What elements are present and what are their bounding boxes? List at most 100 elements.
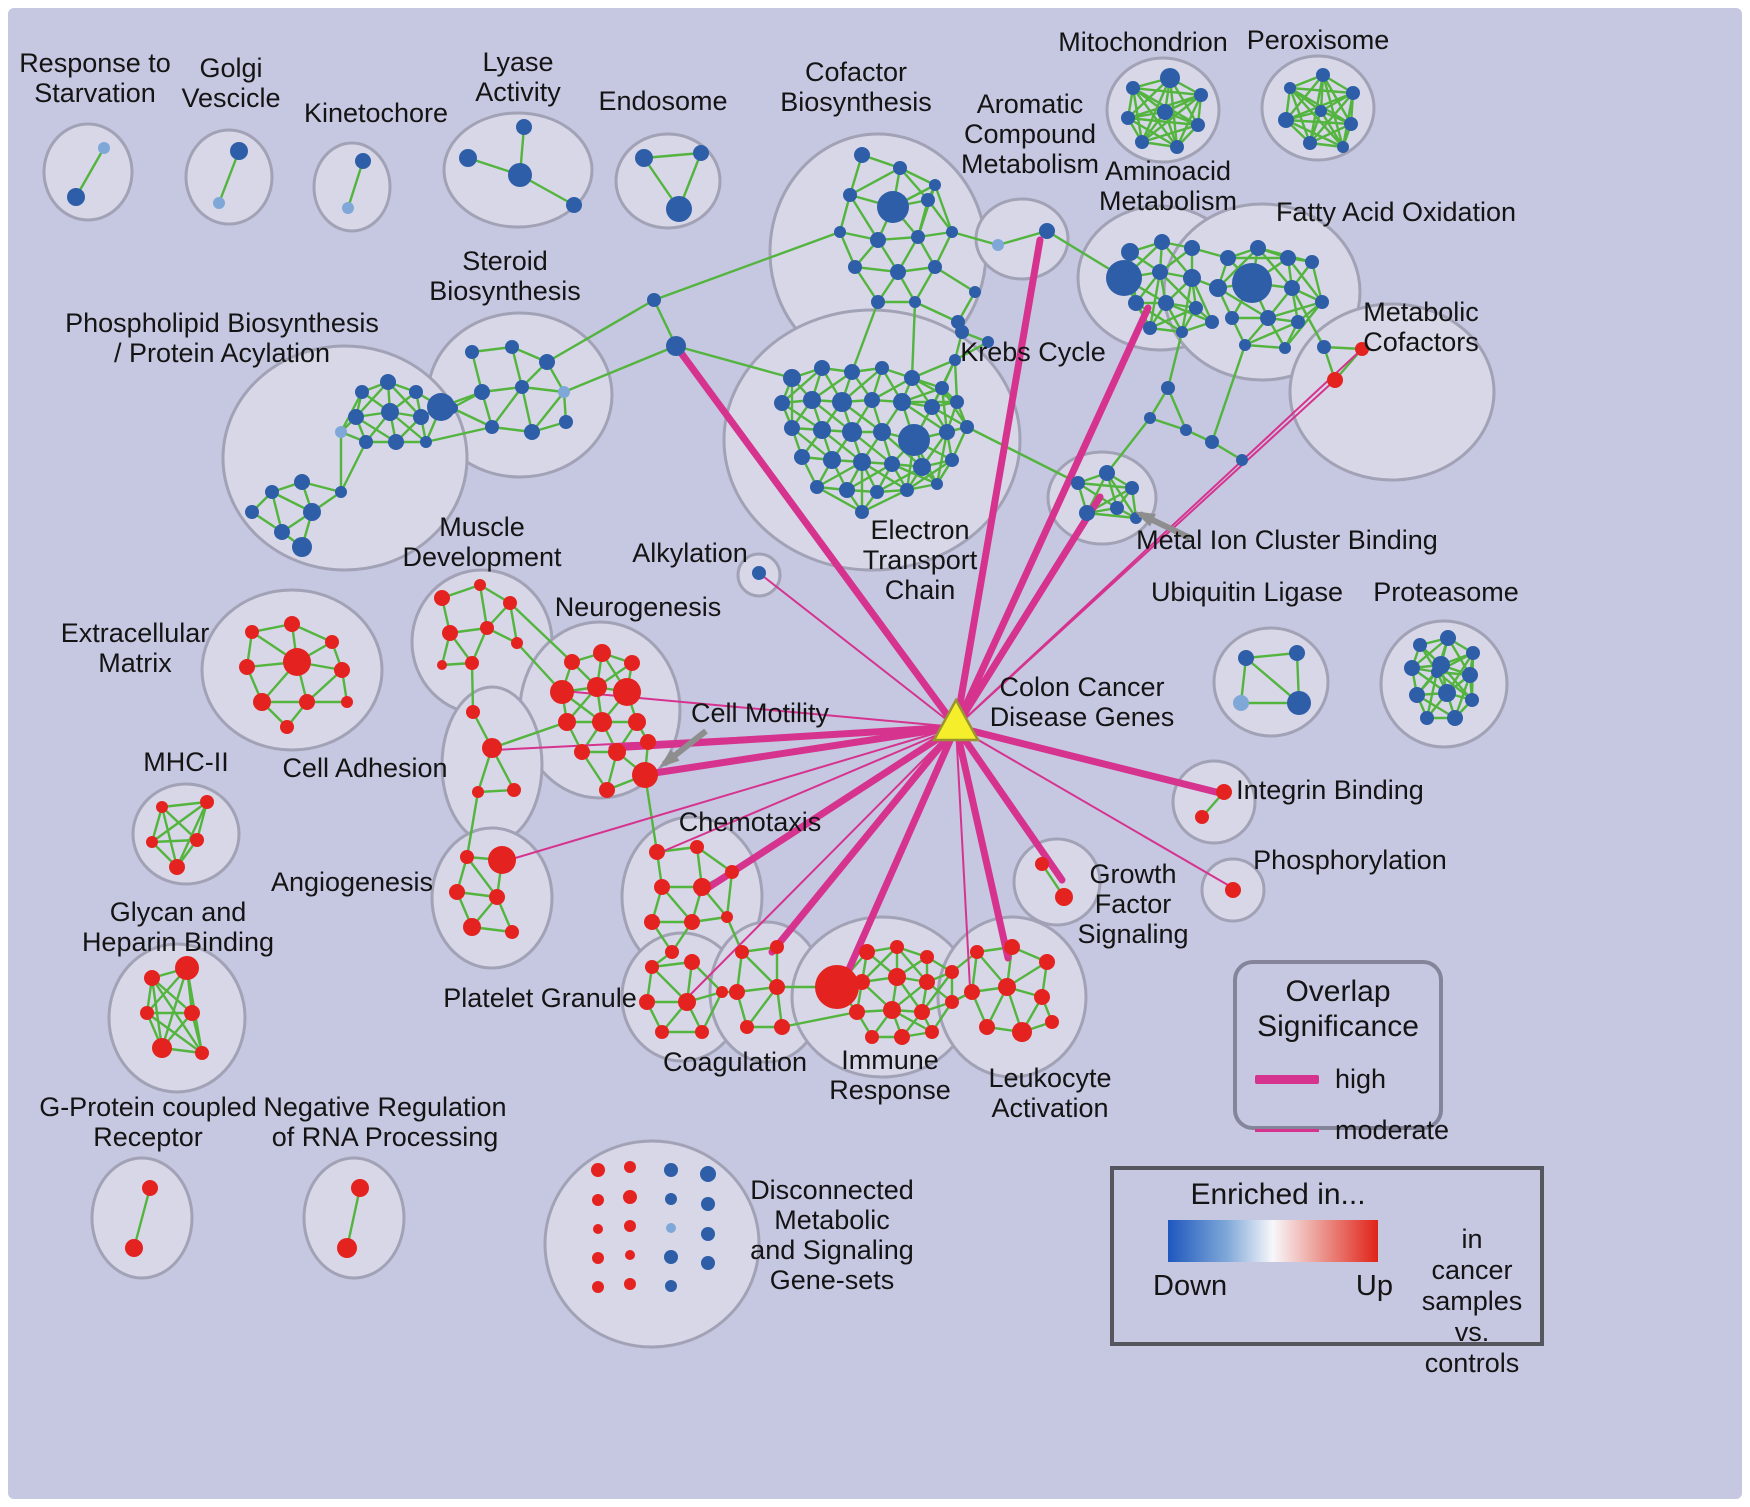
edge-connector-nodes <box>1166 387 1188 431</box>
gene-set-node <box>1305 255 1319 269</box>
gene-set-node <box>67 188 85 206</box>
gene-set-node <box>213 197 225 209</box>
edge-cofactor-biosynthesis <box>848 194 880 241</box>
gene-set-node <box>725 865 739 879</box>
overlap-link-high <box>644 723 960 778</box>
cluster-ellipse-cell-adhesion <box>440 685 544 845</box>
gene-set-node <box>284 616 300 632</box>
gene-set-node <box>1161 381 1175 395</box>
gene-set-node <box>1106 260 1142 296</box>
gene-set-node <box>125 1239 143 1257</box>
gene-set-node <box>1316 68 1330 82</box>
gene-set-node <box>924 399 940 415</box>
gene-set-node <box>949 354 961 366</box>
gene-set-node <box>1447 710 1463 726</box>
gene-set-node <box>814 360 830 376</box>
gene-set-node <box>503 596 517 610</box>
gene-set-node <box>1154 234 1170 250</box>
annotation-arrowhead <box>1134 511 1156 527</box>
gene-set-node <box>628 713 646 731</box>
gene-set-node <box>884 456 900 472</box>
gene-set-node <box>1438 684 1456 702</box>
overlap-link-high <box>952 236 1044 731</box>
gene-set-node <box>485 420 499 434</box>
gene-set-node <box>558 713 576 731</box>
gene-set-node <box>834 226 846 238</box>
gene-set-node <box>420 436 432 448</box>
gene-set-node <box>1225 311 1239 325</box>
overlap-link-high <box>952 493 1104 731</box>
gene-set-node <box>1121 243 1139 261</box>
gene-set-node <box>335 486 347 498</box>
edge-fatty-acid-oxidation <box>1244 343 1286 350</box>
gene-set-node <box>294 474 310 490</box>
gene-set-node <box>1220 250 1236 266</box>
gene-set-node <box>877 191 909 223</box>
gene-set-node <box>664 1163 678 1177</box>
gene-set-node <box>511 637 523 649</box>
gene-set-node <box>810 480 824 494</box>
label-integrin-binding: Integrin Binding <box>1236 775 1424 805</box>
gene-set-node <box>898 424 930 456</box>
gene-set-node <box>645 960 659 974</box>
gene-set-node <box>640 734 656 750</box>
gene-set-node <box>909 296 921 308</box>
gene-set-node <box>700 1166 716 1182</box>
gene-set-node <box>190 833 204 847</box>
gene-set-node <box>341 696 353 708</box>
gene-set-node <box>437 660 447 670</box>
gene-set-node <box>929 179 941 191</box>
gene-set-node <box>853 453 871 471</box>
label-endosome: Endosome <box>598 86 727 116</box>
edge-electron-transport-chain <box>953 359 959 403</box>
gene-set-node <box>463 918 481 936</box>
gene-set-node <box>1413 638 1427 652</box>
gene-set-node <box>359 435 373 449</box>
gene-set-node <box>156 801 168 813</box>
gene-set-node <box>559 415 573 429</box>
overlap-link-high <box>838 723 960 989</box>
label-chemotaxis: Chemotaxis <box>679 807 822 837</box>
overlap-link-high <box>768 723 960 956</box>
layer-nodes <box>67 68 1480 1293</box>
gene-set-node <box>900 483 914 497</box>
gene-set-node <box>770 940 784 954</box>
gene-set-node <box>558 386 570 398</box>
gene-set-node <box>1035 857 1049 871</box>
green-link <box>675 344 793 380</box>
green-link <box>1106 417 1151 474</box>
gene-set-node <box>1250 240 1266 256</box>
legend-overlap-title: Overlap Significance <box>1257 975 1419 1043</box>
gene-set-node <box>644 914 660 930</box>
gene-set-node <box>175 956 199 980</box>
gene-set-node <box>480 621 494 635</box>
gene-set-node <box>434 590 450 606</box>
gene-set-node <box>253 693 271 711</box>
layer-magenta <box>493 236 1363 999</box>
cluster-ellipse-response-starvation <box>42 122 134 222</box>
green-link <box>653 230 841 302</box>
gene-set-node <box>843 188 857 202</box>
gene-set-node <box>839 482 855 498</box>
gene-set-node <box>337 1238 357 1258</box>
moderate-significance-line <box>1255 1129 1319 1132</box>
gene-set-node <box>914 1004 930 1020</box>
gene-set-node <box>875 361 889 375</box>
gene-set-node <box>142 1180 158 1196</box>
edge-steroid-biosynthesis <box>491 386 523 428</box>
gene-set-node <box>599 782 615 798</box>
gene-set-node <box>701 1197 715 1211</box>
gene-set-node <box>140 1006 154 1020</box>
gene-set-node <box>1462 667 1478 683</box>
edge-glycan-heparin-binding <box>151 977 193 1014</box>
gene-set-node <box>1344 117 1358 131</box>
edge-steroid-biosynthesis <box>451 406 493 429</box>
edge-glycan-heparin-binding <box>151 977 203 1054</box>
gene-set-node <box>1205 315 1219 329</box>
gene-set-node <box>265 485 279 499</box>
